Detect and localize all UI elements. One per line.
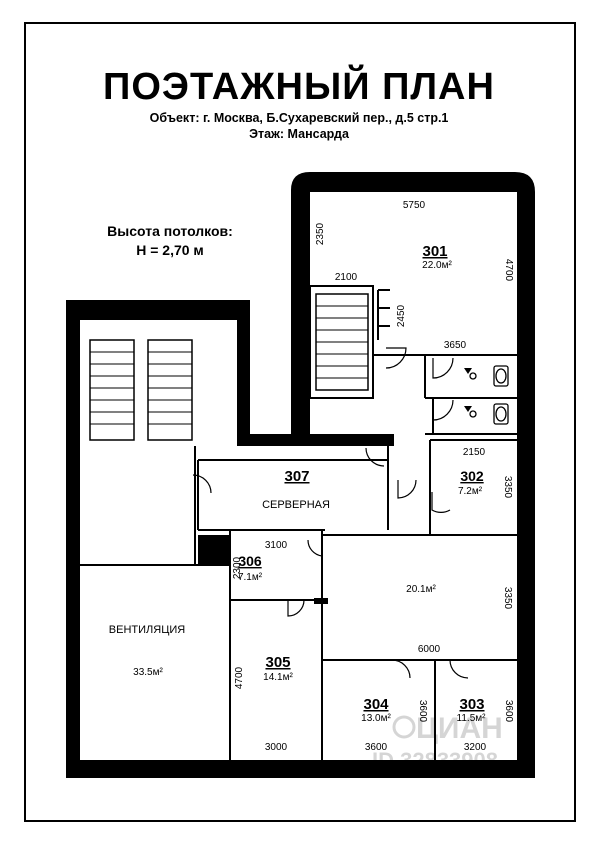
dim-3350-hall: 3350 (502, 587, 513, 610)
room-301-area: 22.0м² (422, 260, 452, 271)
room-302-number: 302 (460, 468, 484, 484)
room-306-area: 7.1м² (238, 572, 263, 583)
watermark-brand: ЦИАН (416, 712, 503, 745)
doors (192, 347, 469, 679)
floor-label: Этаж: Мансарда (249, 127, 349, 141)
room-307-number: 307 (284, 468, 309, 485)
railing-ticks (377, 289, 390, 340)
dim-4700-top: 4700 (503, 259, 514, 282)
ventilation-area: 33.5м² (133, 667, 163, 678)
toilets (469, 365, 509, 425)
hall-area: 20.1м² (406, 584, 436, 595)
room-303-number: 303 (459, 696, 484, 713)
dim-3600-303-side: 3600 (503, 700, 514, 723)
room-303-area: 11.5м² (457, 713, 487, 724)
room-304-area: 13.0м² (361, 713, 391, 724)
watermark: ЦИАН ID 32833908 (372, 712, 503, 773)
room-302-area: 7.2м² (458, 486, 483, 497)
room-307-name: СЕРВЕРНАЯ (262, 499, 330, 511)
dimension-labels: 5750 2350 4700 2100 2450 3650 2150 3350 … (232, 200, 514, 753)
dim-3100: 3100 (265, 540, 288, 551)
room-305-area: 14.1м² (263, 672, 293, 683)
dim-2150: 2150 (463, 447, 486, 458)
ceiling-height-value: H = 2,70 м (136, 242, 204, 258)
dim-3200: 3200 (464, 742, 487, 753)
dim-2100: 2100 (335, 272, 358, 283)
room-304-number: 304 (363, 696, 389, 713)
dim-2350: 2350 (315, 222, 326, 245)
dim-2450: 2450 (396, 304, 407, 327)
interior-walls (80, 285, 517, 760)
page-title: ПОЭТАЖНЫЙ ПЛАН (103, 66, 495, 108)
dim-3350-302: 3350 (502, 476, 513, 499)
room-305-number: 305 (265, 654, 290, 671)
dim-6000: 6000 (418, 644, 441, 655)
sink-icons (464, 368, 472, 412)
dim-3650: 3650 (444, 340, 467, 351)
ventilation-name: ВЕНТИЛЯЦИЯ (109, 624, 185, 636)
page-frame (24, 22, 576, 822)
ceiling-height-label: Высота потолков: (107, 223, 233, 239)
pillars (198, 434, 394, 604)
dim-3600-304-side: 3600 (417, 700, 428, 723)
dim-2300: 2300 (232, 556, 243, 579)
room-306-number: 306 (238, 553, 262, 569)
outer-walls (66, 172, 535, 778)
dim-5750: 5750 (403, 200, 426, 211)
dim-3600-304-bottom: 3600 (365, 742, 388, 753)
watermark-id: ID 32833908 (372, 748, 498, 773)
dim-4700-305: 4700 (234, 666, 245, 689)
room-301-number: 301 (422, 243, 447, 260)
object-address: Объект: г. Москва, Б.Сухаревский пер., д… (149, 111, 449, 125)
stair-treads (90, 305, 368, 425)
dim-3000: 3000 (265, 742, 288, 753)
